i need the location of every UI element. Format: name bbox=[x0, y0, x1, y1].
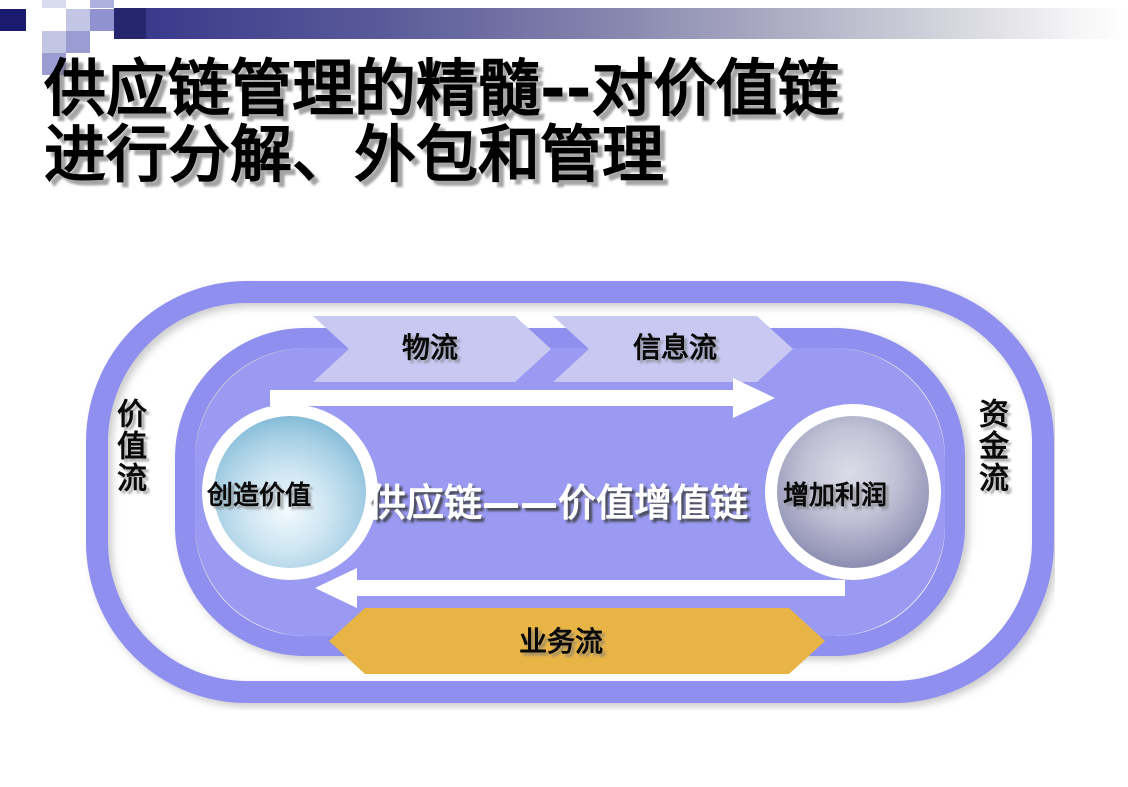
title-line-1-part-1: 供应链管理的精髓-- bbox=[44, 52, 592, 125]
slide-title: 供应链管理的精髓--对价值链 进行分解、外包和管理 bbox=[44, 56, 1084, 189]
decor-square-light-1 bbox=[42, 31, 66, 53]
title-line-1: 供应链管理的精髓--对价值链 bbox=[44, 56, 1084, 124]
decor-square-dark-navy bbox=[0, 9, 26, 31]
decor-square-navy-right bbox=[114, 8, 146, 39]
forward-flow-arrow bbox=[270, 378, 775, 418]
decor-square-bottom bbox=[42, 53, 66, 75]
chevron-information-flow bbox=[553, 316, 793, 382]
chevron-logistics bbox=[313, 316, 551, 382]
header-decoration bbox=[0, 0, 1128, 75]
outer-ring bbox=[86, 281, 1054, 703]
title-line-2: 进行分解、外包和管理 bbox=[44, 121, 665, 190]
chevron-business-flow bbox=[329, 608, 825, 674]
inner-channel-fill bbox=[195, 348, 945, 636]
title-line-1-part-2: 对价值链 bbox=[591, 56, 840, 124]
return-flow-arrow bbox=[315, 568, 845, 608]
diagram-canvas bbox=[86, 281, 1054, 703]
decor-square-mid-2 bbox=[90, 0, 114, 8]
node-create-value bbox=[202, 404, 378, 580]
decor-square-light-2 bbox=[66, 9, 90, 31]
node-add-profit bbox=[765, 404, 941, 580]
decor-square-mid-3 bbox=[90, 9, 114, 31]
decor-square-mid-1 bbox=[66, 31, 90, 53]
decor-square-pale-top bbox=[42, 0, 66, 8]
supply-chain-diagram: 价值流 资金流 物流 信息流 业务流 创造价值 增加利润 供应链——价值增值链 bbox=[85, 280, 1055, 710]
header-gradient-bar bbox=[0, 8, 1128, 39]
